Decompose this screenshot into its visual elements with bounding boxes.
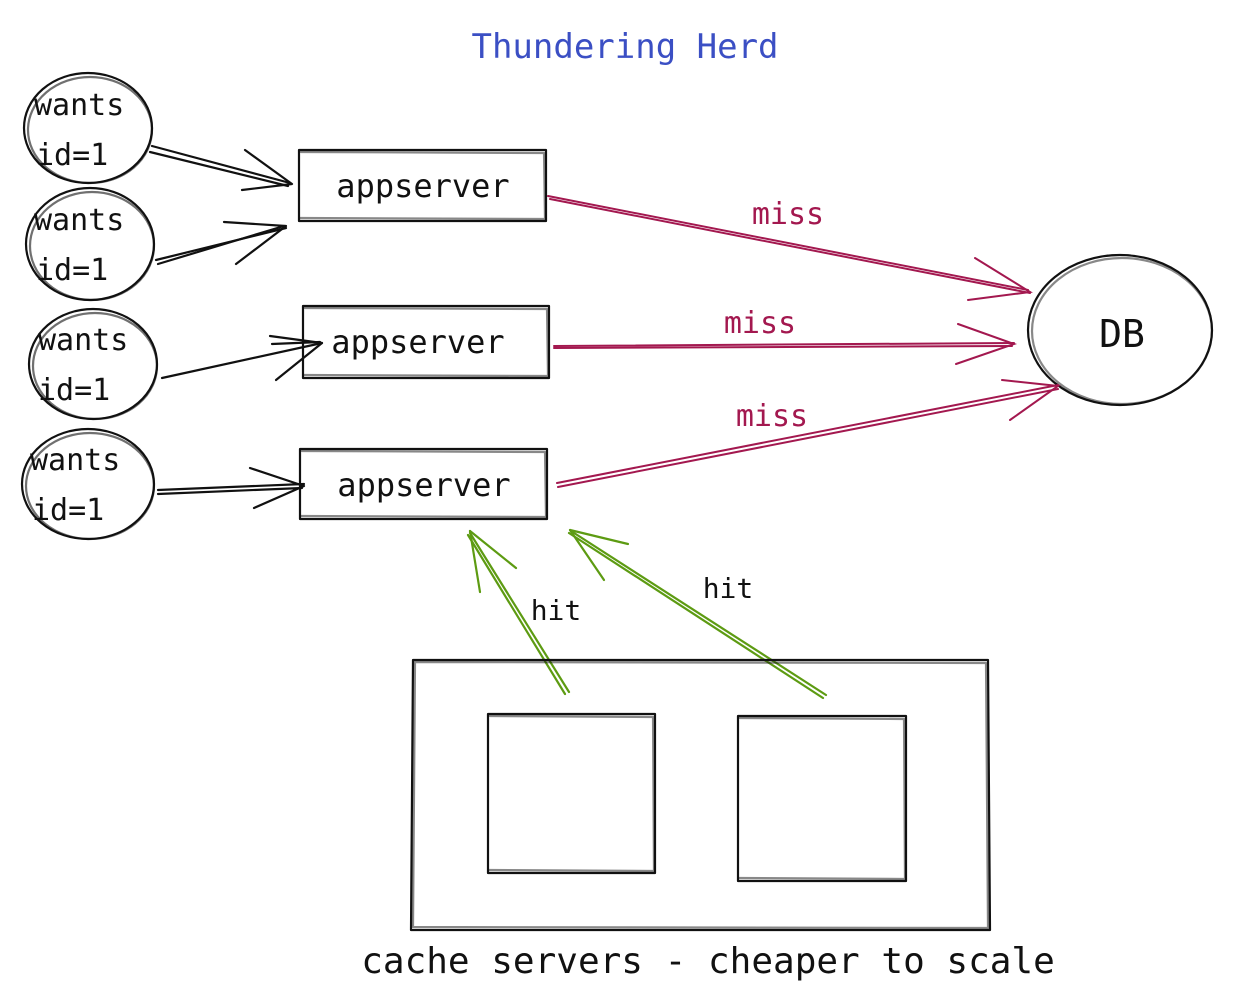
client-node: wants id=1 [27, 307, 159, 421]
client-label-line2: id=1 [36, 253, 108, 288]
miss-label: miss [736, 399, 808, 434]
client-label-line1: wants [34, 88, 124, 123]
hit-arrow: hit [567, 528, 828, 700]
miss-label: miss [752, 197, 824, 232]
db-node: DB [1026, 253, 1214, 407]
appserver-label: appserver [337, 466, 510, 504]
client-label-line1: wants [30, 443, 120, 478]
cache-caption: cache servers - cheaper to scale [361, 941, 1055, 982]
hit-label: hit [531, 594, 582, 627]
appserver-box: appserver [297, 148, 548, 223]
appserver-label: appserver [331, 323, 504, 361]
appserver-box: appserver [298, 447, 549, 521]
request-arrow [154, 220, 288, 266]
cache-server-box [486, 712, 657, 875]
hit-label: hit [703, 572, 754, 605]
appserver-label: appserver [336, 167, 509, 205]
client-label-line1: wants [34, 203, 124, 238]
request-arrow [156, 466, 306, 510]
appserver-box: appserver [301, 304, 551, 380]
client-node: wants id=1 [20, 427, 156, 541]
client-label-line2: id=1 [38, 373, 110, 408]
cache-cluster [409, 658, 992, 932]
request-arrow [160, 334, 324, 382]
miss-arrow: miss [553, 306, 1018, 365]
client-label-line2: id=1 [36, 138, 108, 173]
hit-arrow: hit [466, 529, 582, 696]
miss-label: miss [724, 306, 796, 341]
client-label-line1: wants [38, 323, 128, 358]
client-node: wants id=1 [24, 186, 156, 302]
client-node: wants id=1 [22, 71, 154, 185]
miss-arrow: miss [556, 379, 1061, 488]
client-label-line2: id=1 [32, 493, 104, 528]
diagram-title: Thundering Herd [471, 27, 778, 67]
db-label: DB [1099, 312, 1145, 356]
miss-arrow: miss [547, 195, 1033, 301]
cache-server-box [736, 714, 908, 883]
request-arrow [148, 144, 294, 192]
